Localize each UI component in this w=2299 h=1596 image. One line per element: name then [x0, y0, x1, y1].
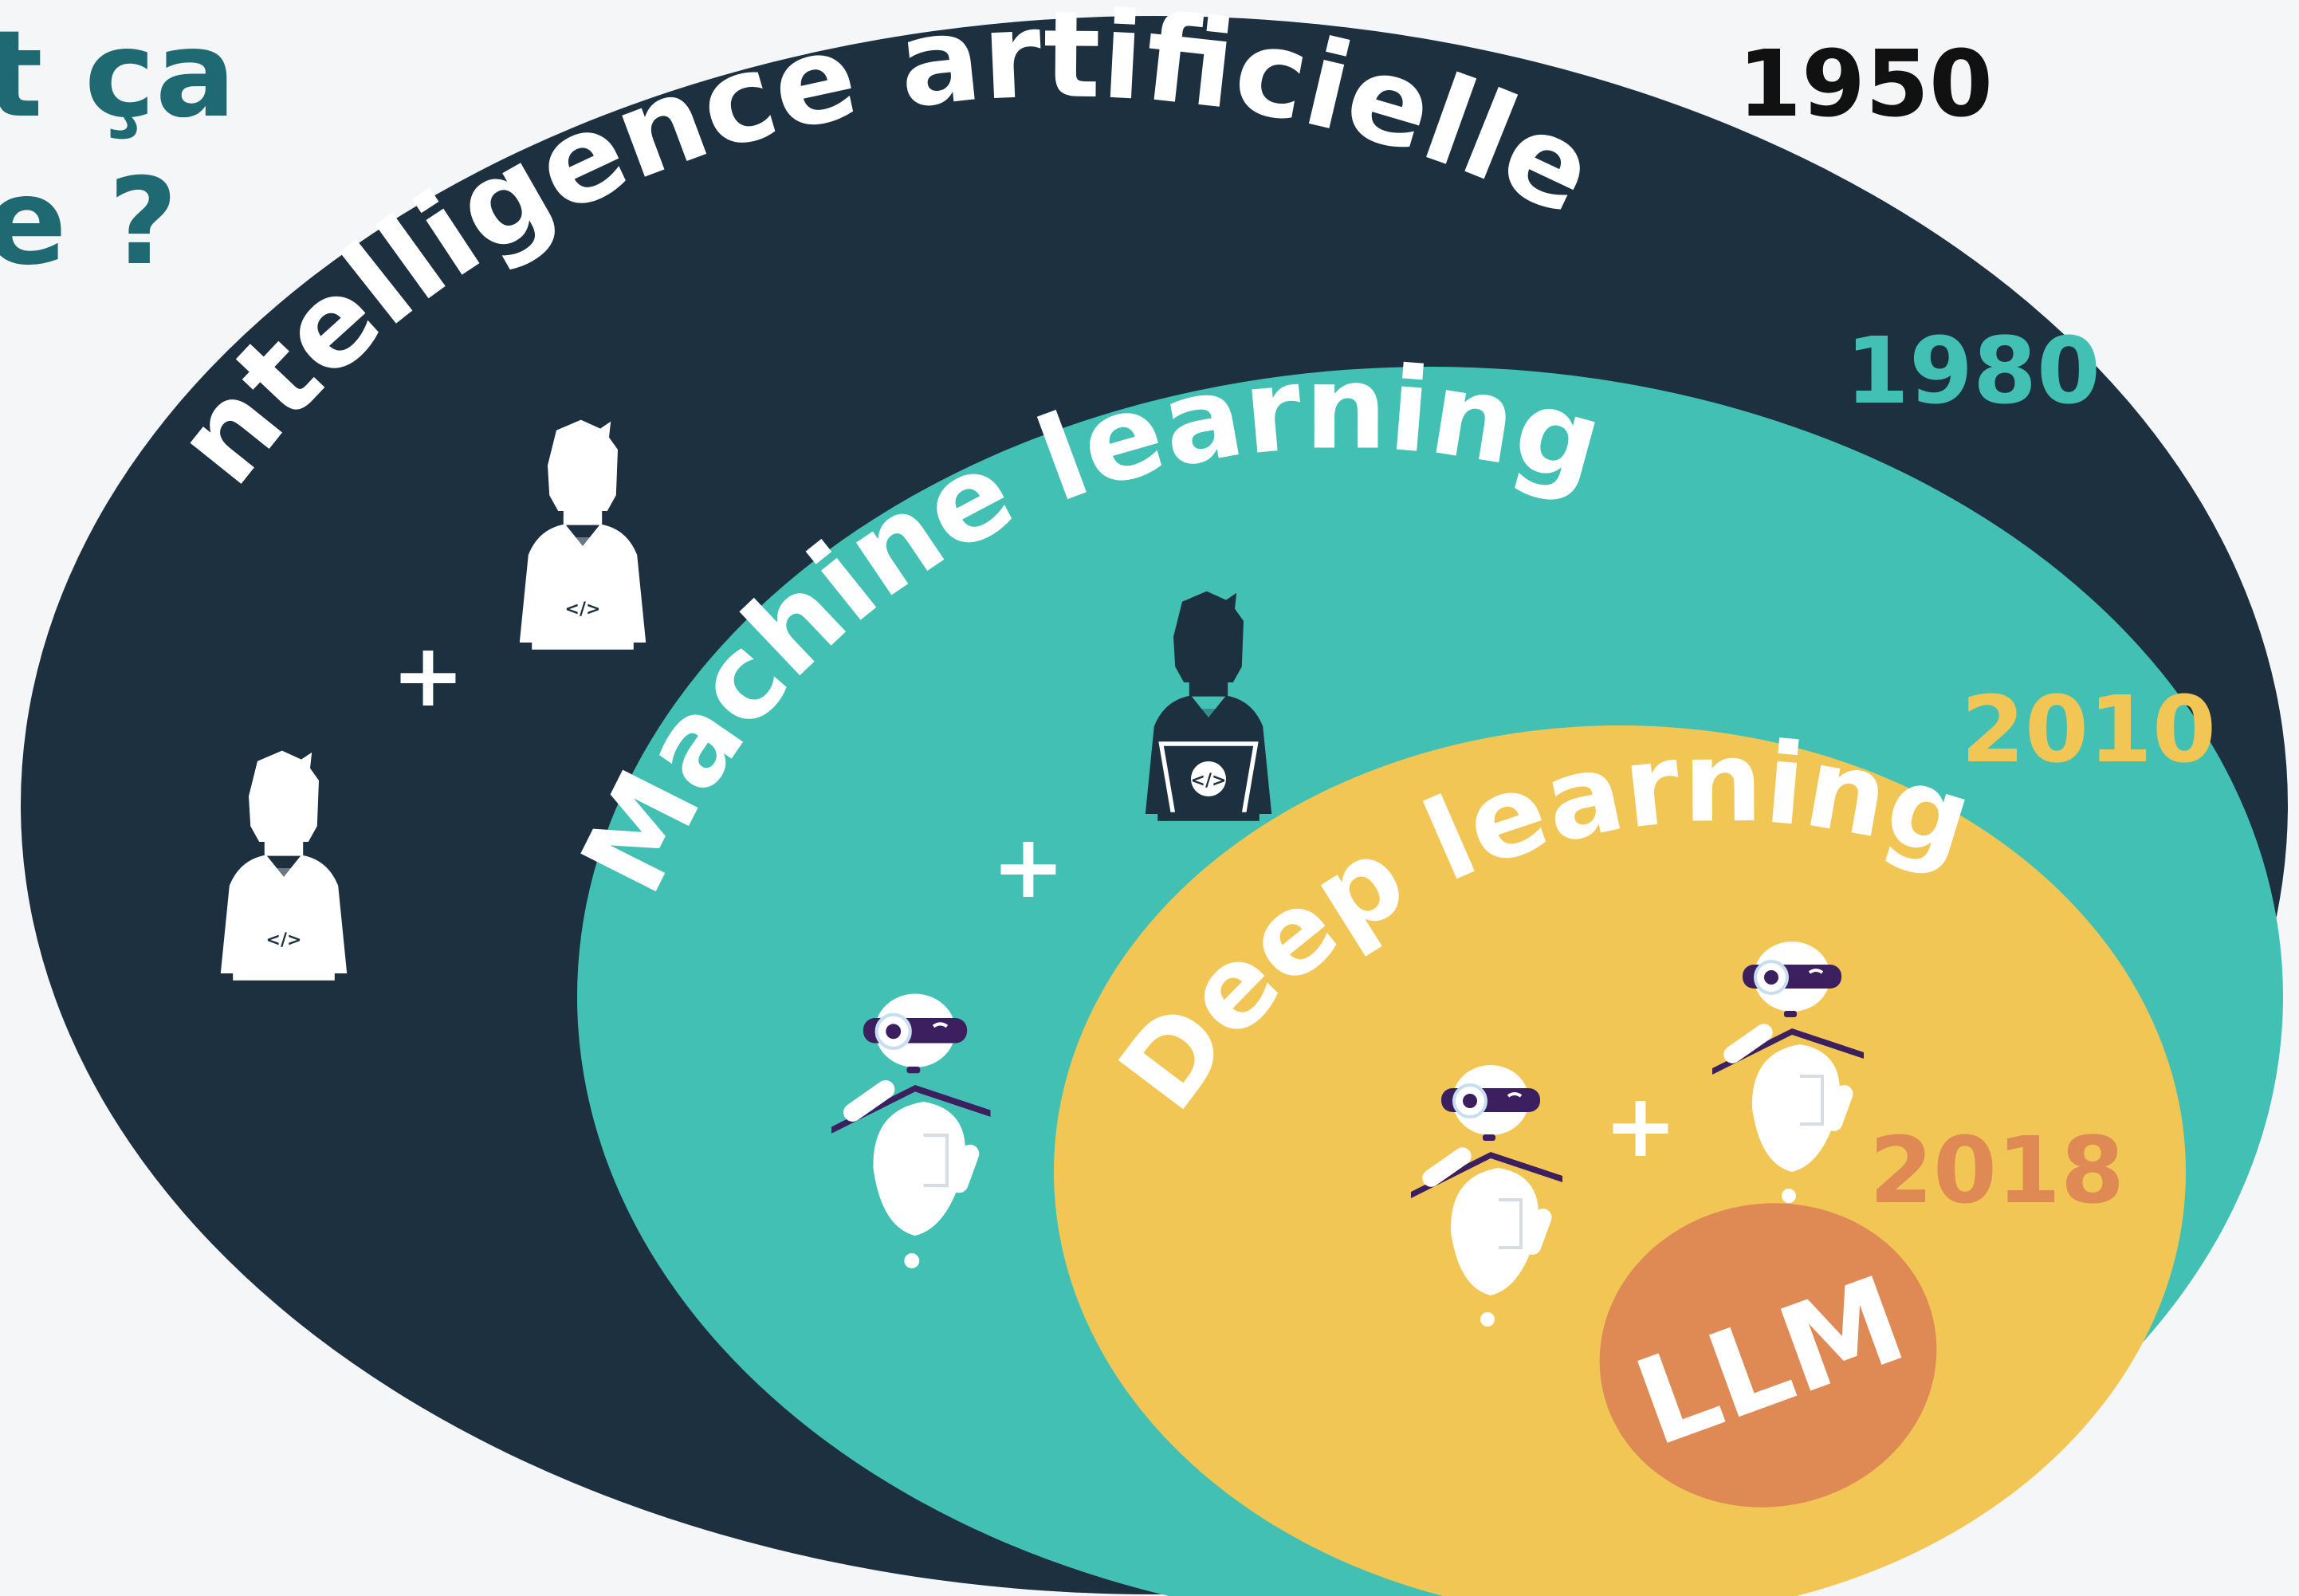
plus-sign: + [1604, 1075, 1677, 1177]
year-1980: 1980 [1845, 318, 2101, 425]
plus-sign: + [992, 816, 1065, 918]
year-2018: 2018 [1869, 1118, 2124, 1225]
heading-line-1: t ça [0, 6, 236, 144]
plus-sign: + [391, 624, 465, 726]
year-1950: 1950 [1738, 31, 1993, 138]
heading-line-2: e ? [0, 153, 178, 292]
llm-ring [1599, 1203, 1937, 1508]
year-2010: 2010 [1961, 677, 2216, 784]
